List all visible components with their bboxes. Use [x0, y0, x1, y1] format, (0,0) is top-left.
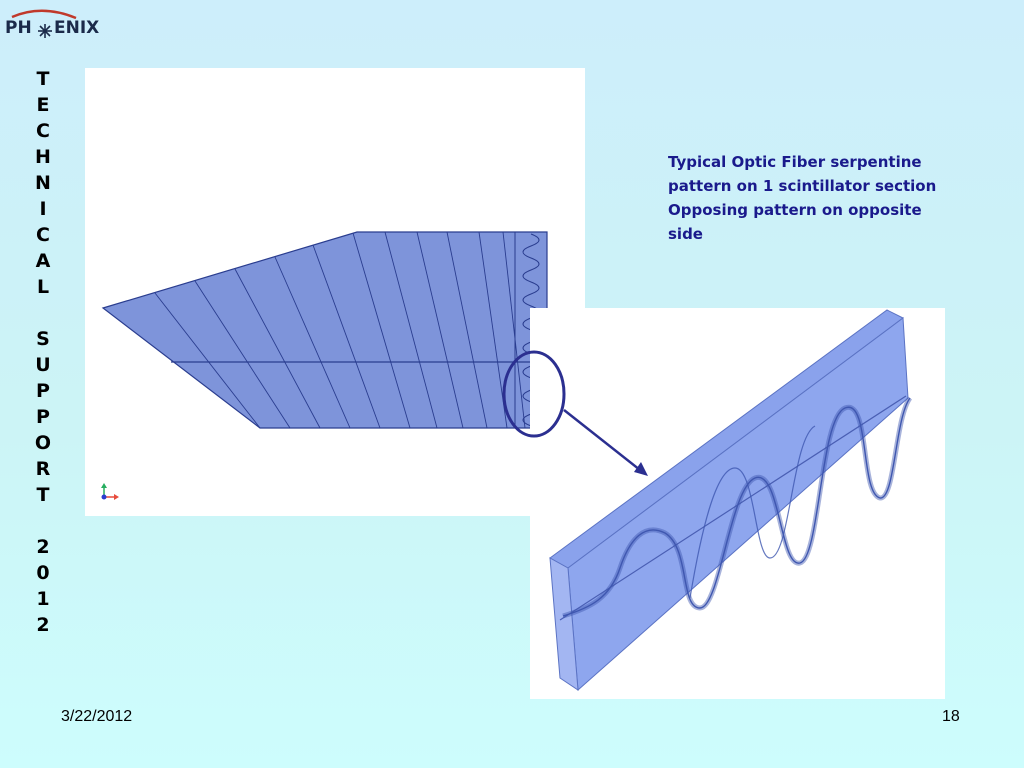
title-letter: E	[36, 94, 50, 116]
title-gap	[26, 508, 60, 534]
title-letter: S	[36, 328, 50, 350]
title-letter: U	[35, 354, 51, 376]
title-letter: C	[36, 224, 50, 246]
title-letter: L	[36, 276, 50, 298]
footer-date: 3/22/2012	[61, 708, 133, 725]
vertical-title: T E C H N I C A L S U P P O R T 2 0 1 2	[26, 66, 60, 638]
title-gap	[26, 300, 60, 326]
scintillator-overview-image	[85, 68, 585, 516]
serpentine-detail-image	[530, 308, 945, 699]
caption-line: Opposing pattern on opposite	[668, 201, 922, 219]
title-letter: H	[35, 146, 51, 168]
title-letter: R	[35, 458, 51, 480]
title-letter: 2	[36, 536, 50, 558]
title-letter: N	[35, 172, 51, 194]
title-letter: 2	[36, 614, 50, 636]
caption-line: pattern on 1 scintillator section	[668, 177, 937, 195]
caption-text: Typical Optic Fiber serpentine pattern o…	[668, 150, 998, 246]
title-letter: I	[39, 198, 47, 220]
title-letter: C	[36, 120, 50, 142]
logo-text-ph: PH	[5, 18, 32, 38]
caption-line: side	[668, 225, 703, 243]
title-letter: T	[36, 68, 50, 90]
title-letter: P	[36, 406, 50, 428]
title-letter: T	[36, 484, 50, 506]
phenix-logo: PH ENIX	[2, 8, 106, 42]
title-letter: 1	[36, 588, 50, 610]
axis-triad-icon	[101, 483, 119, 500]
title-letter: A	[35, 250, 51, 272]
title-letter: O	[34, 432, 52, 454]
phenix-logo-swoosh	[11, 9, 77, 38]
caption-line: Typical Optic Fiber serpentine	[668, 153, 922, 171]
serpentine-fiber-drawing	[549, 309, 913, 692]
title-letter: P	[36, 380, 50, 402]
page-number: 18	[942, 708, 960, 725]
logo-text-enix: ENIX	[54, 18, 100, 38]
title-letter: 0	[36, 562, 50, 584]
scintillator-section-drawing	[101, 231, 548, 500]
